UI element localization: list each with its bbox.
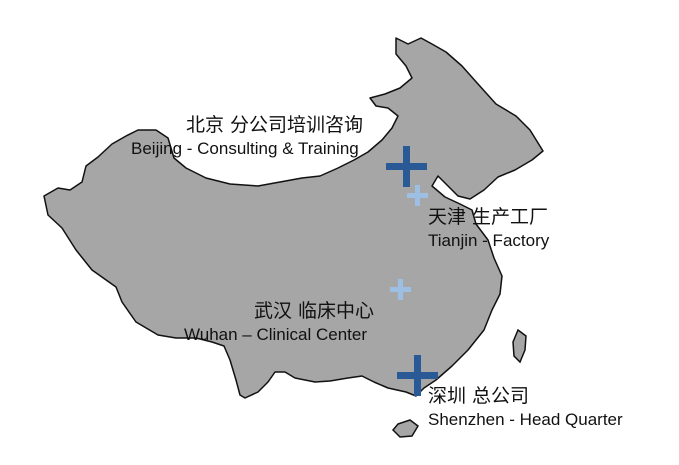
plus-icon xyxy=(407,185,428,206)
plus-icon xyxy=(386,146,427,187)
plus-icon xyxy=(390,279,411,300)
wuhan-label-zh: 武汉 临床中心 xyxy=(254,300,375,322)
tianjin-label-zh: 天津 生产工厂 xyxy=(428,206,549,228)
shenzhen-label-zh: 深圳 总公司 xyxy=(428,385,530,407)
shenzhen-label-en: Shenzhen - Head Quarter xyxy=(428,410,623,429)
wuhan-label-en: Wuhan – Clinical Center xyxy=(184,325,367,344)
beijing-label-en: Beijing - Consulting & Training xyxy=(131,139,359,158)
beijing-label-zh: 北京 分公司培训咨询 xyxy=(186,114,364,136)
taiwan-island xyxy=(512,328,527,364)
plus-icon xyxy=(397,355,438,396)
tianjin-label-en: Tianjin - Factory xyxy=(428,231,550,250)
hainan-island xyxy=(391,419,419,438)
china-mainland xyxy=(43,37,544,399)
